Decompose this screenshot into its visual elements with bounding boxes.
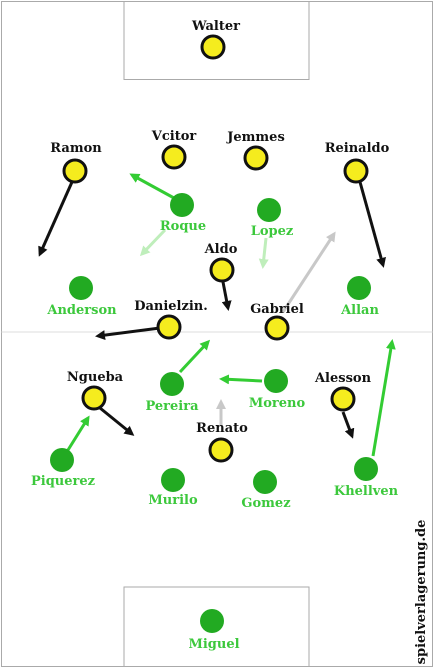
player-moreno-label: Moreno bbox=[249, 396, 306, 411]
player-ramon-marker bbox=[62, 158, 88, 184]
player-allan-label: Allan bbox=[340, 303, 379, 318]
arrow-roque-drop bbox=[139, 228, 167, 257]
player-gabriel-marker bbox=[264, 315, 290, 341]
player-walter-marker bbox=[200, 34, 226, 60]
player-danielzin-label: Danielzin. bbox=[134, 299, 208, 314]
player-pereira-label: Pereira bbox=[145, 399, 199, 414]
arrow-pereira bbox=[178, 339, 211, 374]
player-aldo-label: Aldo bbox=[204, 242, 238, 257]
player-renato-marker bbox=[208, 437, 234, 463]
player-piquerez-marker bbox=[50, 448, 74, 472]
team-yellow: Walter Vcitor Jemmes Ramon Reinaldo Aldo… bbox=[50, 19, 390, 463]
arrow-alesson bbox=[341, 411, 355, 439]
arrow-lopez bbox=[258, 237, 269, 269]
arrow-reinaldo bbox=[358, 181, 386, 268]
player-allan-marker bbox=[347, 276, 371, 300]
arrow-roque bbox=[129, 173, 175, 200]
player-murilo-marker bbox=[161, 468, 185, 492]
player-pereira-marker bbox=[160, 372, 184, 396]
movement-arrows bbox=[38, 173, 396, 457]
player-miguel-marker bbox=[200, 609, 224, 633]
player-vcitor-marker bbox=[161, 144, 187, 170]
player-gabriel-label: Gabriel bbox=[250, 302, 304, 317]
player-aldo-marker bbox=[209, 257, 235, 283]
bottom-penalty-box bbox=[123, 586, 310, 667]
arrow-piquerez bbox=[66, 415, 90, 451]
player-anderson-marker bbox=[69, 276, 93, 300]
player-jemmes-marker bbox=[243, 145, 269, 171]
arrow-ramon bbox=[38, 181, 74, 257]
player-gomez-label: Gomez bbox=[241, 496, 290, 511]
player-piquerez-label: Piquerez bbox=[31, 474, 95, 489]
player-alesson-marker bbox=[330, 386, 356, 412]
player-lopez-marker bbox=[257, 198, 281, 222]
player-moreno-marker bbox=[264, 369, 288, 393]
player-roque-marker bbox=[170, 193, 194, 217]
watermark-text: spielverlagerung.de bbox=[414, 520, 429, 665]
arrow-aldo bbox=[221, 281, 232, 311]
player-ramon-label: Ramon bbox=[50, 141, 102, 156]
player-ngueba-marker bbox=[81, 385, 107, 411]
player-renato-label: Renato bbox=[196, 421, 248, 436]
player-khellven-label: Khellven bbox=[334, 484, 399, 499]
player-walter-label: Walter bbox=[191, 19, 240, 34]
arrow-gabriel bbox=[281, 231, 336, 313]
player-vcitor-label: Vcitor bbox=[151, 129, 197, 144]
player-ngueba-label: Ngueba bbox=[67, 370, 124, 385]
player-anderson-label: Anderson bbox=[46, 303, 117, 318]
arrow-moreno bbox=[219, 374, 263, 385]
top-penalty-box bbox=[123, 1, 310, 80]
player-jemmes-label: Jemmes bbox=[226, 130, 285, 145]
arrow-ngueba bbox=[99, 406, 135, 436]
team-green: Roque Lopez Anderson Allan Pereira Moren… bbox=[31, 193, 399, 652]
player-khellven-marker bbox=[354, 457, 378, 481]
player-reinaldo-marker bbox=[343, 158, 369, 184]
player-danielzin-marker bbox=[156, 314, 182, 340]
player-alesson-label: Alesson bbox=[314, 371, 372, 386]
player-murilo-label: Murilo bbox=[148, 493, 198, 508]
arrow-khellven bbox=[371, 339, 396, 457]
player-miguel-label: Miguel bbox=[188, 637, 239, 652]
player-roque-label: Roque bbox=[160, 219, 206, 234]
arrow-danielzin bbox=[95, 326, 161, 341]
player-lopez-label: Lopez bbox=[251, 224, 294, 239]
player-reinaldo-label: Reinaldo bbox=[325, 141, 390, 156]
player-gomez-marker bbox=[253, 470, 277, 494]
